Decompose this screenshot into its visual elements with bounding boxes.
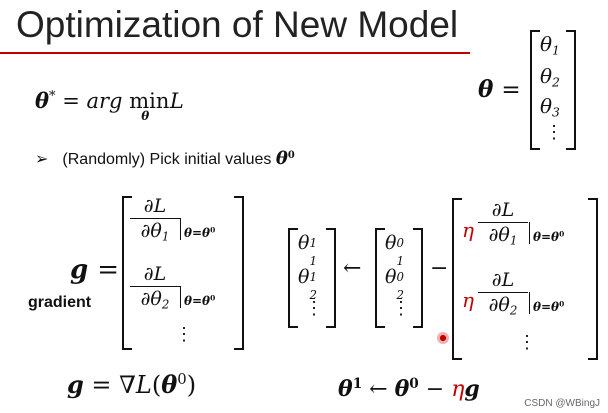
- update-eval-2: θ=θ0: [533, 299, 565, 314]
- update-compact-equation: θ1 ← θ0 − ηg: [338, 375, 480, 402]
- update-grad-vdots: ⋮: [518, 332, 536, 353]
- theta-1: θ1: [540, 32, 560, 58]
- gradient-lhs: g =: [70, 255, 120, 285]
- gradient-label: gradient: [28, 294, 92, 311]
- update-partial-1: ∂L∂θ1: [478, 199, 528, 246]
- objective-equation: θ* = arg min θ L: [35, 88, 184, 123]
- gradient-eval-bar-1: [180, 218, 181, 240]
- update-lhs-bracket-left: [288, 228, 298, 328]
- gradient-eval-1: θ=θ0: [184, 225, 216, 240]
- update-arrow: ←: [343, 256, 362, 281]
- gradient-eval-2: θ=θ0: [184, 293, 216, 308]
- theta-2: θ2: [540, 64, 560, 90]
- theta-vector-bracket-right: [566, 30, 576, 150]
- title-underline: [0, 52, 470, 54]
- update-minus: −: [430, 256, 449, 281]
- update-partial-2: ∂L∂θ2: [478, 269, 528, 316]
- theta-vdots: ⋮: [545, 122, 563, 143]
- update-eval-1: θ=θ0: [533, 229, 565, 244]
- gradient-eval-bar-2: [180, 286, 181, 308]
- bullet-marker: ➢: [35, 149, 49, 168]
- update-grad-bracket-left: [452, 198, 462, 360]
- laser-pointer-dot: [437, 332, 449, 344]
- update-rhs-bracket-left: [375, 228, 385, 328]
- update-lhs-bracket-right: [326, 228, 336, 328]
- theta-vector-bracket-left: [530, 30, 540, 150]
- gradient-partial-2: ∂L∂θ2: [130, 263, 180, 310]
- page-title: Optimization of New Model: [16, 4, 459, 45]
- theta-vector-lhs: θ =: [478, 76, 521, 103]
- watermark: CSDN @WBingJ: [524, 398, 600, 409]
- update-grad-bracket-right: [588, 198, 598, 360]
- update-eval-bar-2: [529, 292, 530, 314]
- gradient-partial-1: ∂L∂θ1: [130, 195, 180, 242]
- bullet-line: ➢(Randomly) Pick initial values θ0: [35, 148, 295, 169]
- theta-3: θ3: [540, 94, 560, 120]
- update-rhs-bracket-right: [413, 228, 423, 328]
- update-eval-bar-1: [529, 222, 530, 244]
- gradient-compact-equation: g = ∇L(θ0): [67, 370, 197, 399]
- update-eta-1: η: [462, 218, 474, 242]
- update-eta-2: η: [462, 288, 474, 312]
- update-rhs-vdots: ⋮: [392, 298, 410, 319]
- gradient-vdots: ⋮: [175, 324, 193, 345]
- update-lhs-vdots: ⋮: [305, 298, 323, 319]
- gradient-bracket-left: [122, 196, 132, 350]
- gradient-bracket-right: [234, 196, 244, 350]
- theta-star: θ: [35, 88, 50, 113]
